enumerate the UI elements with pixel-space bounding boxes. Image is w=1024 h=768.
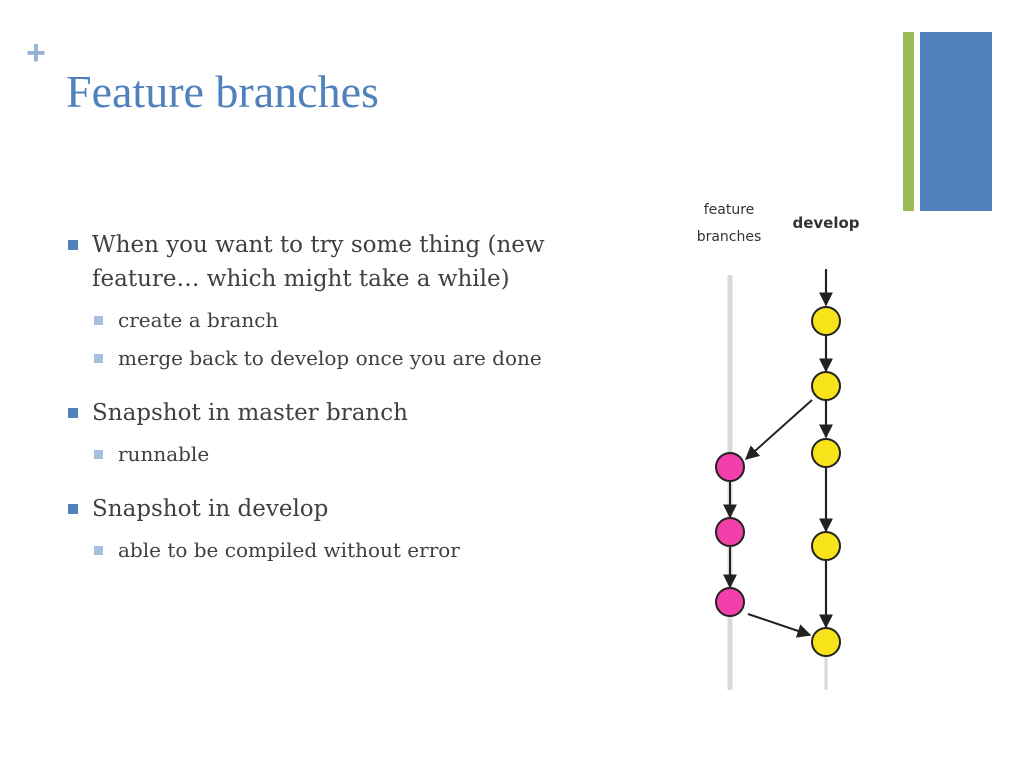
bullet-text: When you want to try some thing (new fea… [92,232,545,292]
plus-mark: + [26,34,46,72]
bullet-group: When you want to try some thing (new fea… [68,228,648,372]
square-bullet-icon [94,546,103,555]
square-bullet-icon [94,354,103,363]
bullet-list: When you want to try some thing (new fea… [68,228,648,588]
sub-bullet-text: create a branch [118,308,279,332]
sub-bullet-item: runnable [94,440,648,468]
square-bullet-icon [94,450,103,459]
feature-commit [715,517,745,547]
bullet-group: Snapshot in master branch runnable [68,396,648,468]
sub-bullet-item: able to be compiled without error [94,536,648,564]
slide-title: Feature branches [66,66,379,117]
bullet-item: Snapshot in master branch [68,396,648,430]
sub-bullet-item: create a branch [94,306,648,334]
square-bullet-icon [68,408,78,418]
sub-bullet-text: runnable [118,442,210,466]
sub-bullet-text: able to be compiled without error [118,538,460,562]
feature-commit [715,452,745,482]
develop-commit [811,438,841,468]
bullet-text: Snapshot in develop [92,496,329,522]
bullet-group: Snapshot in develop able to be compiled … [68,492,648,564]
square-bullet-icon [94,316,103,325]
sub-bullet-text: merge back to develop once you are done [118,346,542,370]
develop-commit [811,531,841,561]
bullet-text: Snapshot in master branch [92,400,408,426]
square-bullet-icon [68,240,78,250]
feature-commit [715,587,745,617]
branch-graph [715,269,841,690]
sub-bullet-item: merge back to develop once you are done [94,344,648,372]
develop-commit [811,306,841,336]
bullet-item: When you want to try some thing (new fea… [68,228,648,296]
square-bullet-icon [68,504,78,514]
branch-diagram: feature branches develop [690,195,880,695]
accent-bar-green [903,32,914,211]
develop-label: develop [792,214,860,232]
branch-arrow [744,399,813,460]
bullet-item: Snapshot in develop [68,492,648,526]
feature-branches-label: feature branches [696,202,762,245]
accent-bar-blue [920,32,992,211]
merge-arrow [747,613,812,638]
develop-commit [811,371,841,401]
develop-commit [811,627,841,657]
